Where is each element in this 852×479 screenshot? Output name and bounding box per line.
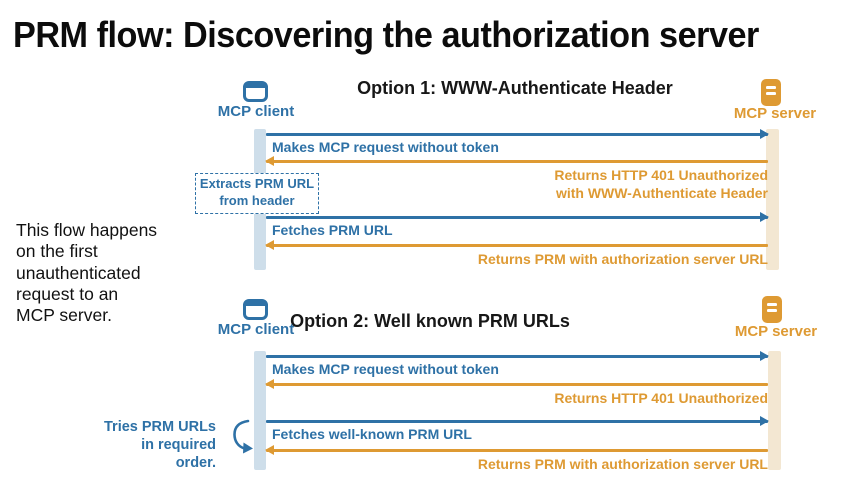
arrow-shaft bbox=[266, 133, 768, 136]
option1-note-box: Extracts PRM URL from header bbox=[195, 173, 319, 214]
option1-server-label: MCP server bbox=[733, 105, 817, 122]
option2-message-label-3: Fetches well-known PRM URL bbox=[272, 426, 472, 442]
option1-message-label-2: Returns HTTP 401 Unauthorized with WWW-A… bbox=[554, 167, 768, 202]
option2-message-arrow-2 bbox=[265, 378, 768, 389]
option1-message-label-3: Fetches PRM URL bbox=[272, 222, 393, 238]
server-icon bbox=[761, 79, 781, 106]
option2-client-label: MCP client bbox=[217, 321, 295, 338]
option1-heading: Option 1: WWW-Authenticate Header bbox=[357, 78, 673, 98]
option2-server-activation-bar bbox=[768, 351, 781, 470]
option1-message-label-4: Returns PRM with authorization server UR… bbox=[477, 251, 768, 267]
option1-message-arrow-1 bbox=[266, 128, 769, 139]
page-title: PRM flow: Discovering the authorization … bbox=[13, 14, 759, 55]
option1-server-activation-bar bbox=[766, 129, 779, 270]
option2-client-activation-bar bbox=[254, 351, 266, 470]
option1-message-label-1: Makes MCP request without token bbox=[272, 139, 499, 155]
app-window-icon bbox=[243, 81, 268, 102]
option2-message-label-2: Returns HTTP 401 Unauthorized bbox=[554, 390, 768, 406]
arrow-shaft bbox=[266, 216, 768, 219]
side-note-text: This flow happens on the first unauthent… bbox=[16, 220, 158, 326]
option2-message-arrow-4 bbox=[265, 444, 768, 455]
server-icon bbox=[762, 296, 782, 323]
option2-server-label: MCP server bbox=[734, 323, 818, 340]
option1-message-arrow-2 bbox=[265, 155, 768, 166]
arrow-shaft bbox=[266, 383, 768, 386]
option2-heading: Option 2: Well known PRM URLs bbox=[290, 311, 570, 331]
option2-message-arrow-1 bbox=[266, 350, 769, 361]
arrow-shaft bbox=[266, 244, 768, 247]
option2-note-text: Tries PRM URLs in required order. bbox=[104, 419, 216, 472]
arrow-shaft bbox=[266, 420, 768, 423]
option2-message-arrow-3 bbox=[266, 415, 769, 426]
option2-message-label-1: Makes MCP request without token bbox=[272, 361, 499, 377]
loop-arrow-icon bbox=[233, 419, 253, 454]
arrow-shaft bbox=[266, 355, 768, 358]
option1-message-arrow-4 bbox=[265, 239, 768, 250]
option2-message-label-4: Returns PRM with authorization server UR… bbox=[477, 456, 768, 472]
arrow-shaft bbox=[266, 160, 768, 163]
arrow-shaft bbox=[266, 449, 768, 452]
app-window-icon bbox=[243, 299, 268, 320]
option1-message-arrow-3 bbox=[266, 211, 769, 222]
option1-client-label: MCP client bbox=[217, 103, 295, 120]
